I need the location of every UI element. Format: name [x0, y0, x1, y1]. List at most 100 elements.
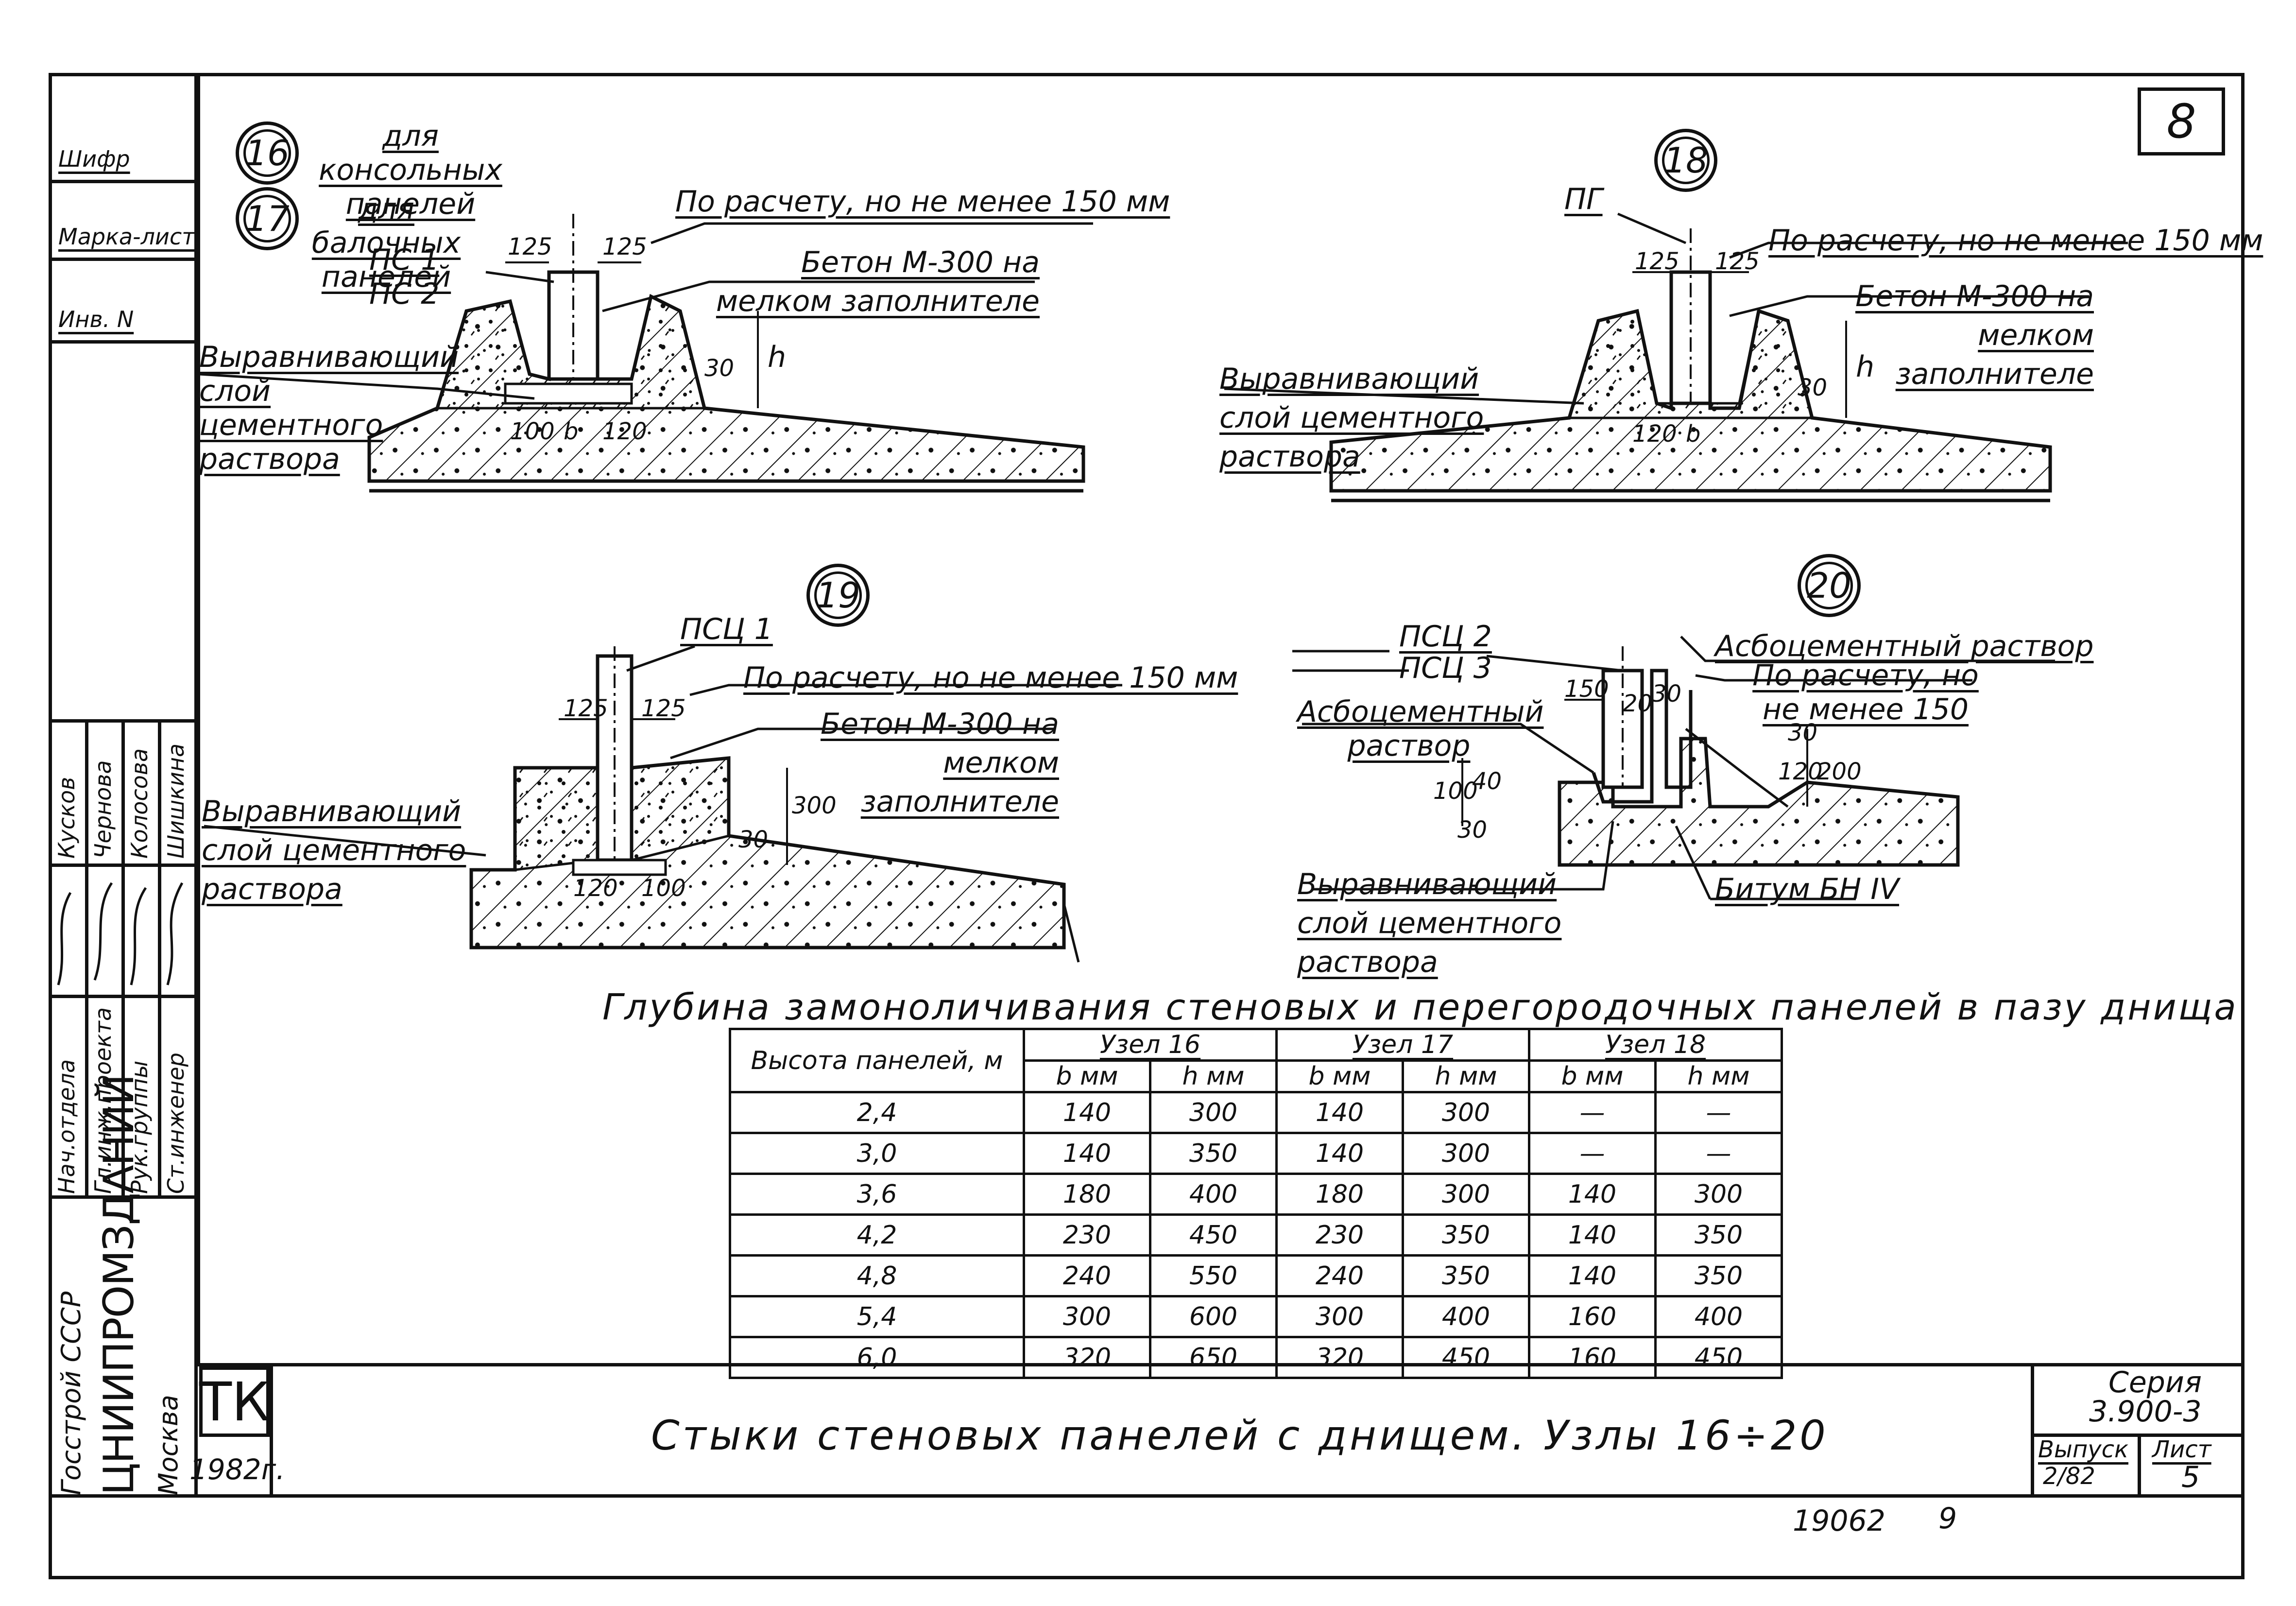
table-cell: 140	[1527, 1173, 1657, 1216]
table-cell: 400	[1402, 1295, 1530, 1338]
table-cell: 300	[1149, 1091, 1278, 1134]
table-cell: 160	[1527, 1295, 1657, 1338]
d19-dim-125b: 125	[641, 695, 686, 722]
sub-header: h мм	[1149, 1059, 1278, 1093]
d18-dim-125a: 125	[1635, 248, 1679, 275]
table-cell: —	[1527, 1132, 1657, 1175]
d16-dim-b: b	[564, 418, 579, 445]
d18-dim-b: b	[1686, 420, 1701, 448]
table-title: Глубина замоноличивания стеновых и перег…	[602, 986, 2238, 1028]
d20-asb-left-label: Асбоцементный раствор	[1297, 695, 1544, 763]
table-cell: 230	[1022, 1213, 1152, 1257]
table-cell: 350	[1402, 1254, 1530, 1297]
table-cell: 350	[1149, 1132, 1278, 1175]
d16-dim-125a: 125	[508, 233, 552, 260]
series-label: Серия	[2108, 1365, 2202, 1399]
pg-label: ПГ	[1564, 182, 1603, 216]
d19-dim-300: 300	[792, 792, 837, 819]
d16-dim-30: 30	[704, 355, 735, 382]
table-cell: 5,4	[729, 1295, 1025, 1338]
table-cell: 140	[1527, 1254, 1657, 1297]
sub-header: b мм	[1022, 1059, 1152, 1093]
page-number: 9	[1938, 1502, 1957, 1536]
d16-concrete-label: Бетон М-300 на мелком заполнителе	[716, 245, 1040, 318]
for-console-label: для консольных панелей	[319, 119, 502, 221]
psc2-label: ПСЦ 2	[1399, 620, 1492, 654]
table-cell: 3,0	[729, 1132, 1025, 1175]
d16-dim-120: 120	[602, 418, 647, 445]
signatures	[57, 882, 184, 985]
d19-calc-label: По расчету, но не менее 150 мм	[743, 661, 1238, 695]
drawing-inner-frame	[197, 73, 2245, 1365]
ps2-label: ПС 2	[369, 277, 440, 311]
stamp-line	[49, 340, 197, 344]
table-cell: 400	[1149, 1173, 1278, 1216]
approvals-row-line	[49, 863, 194, 867]
d20-dim-120: 120	[1778, 758, 1823, 785]
table-row: 6,0 320 650 320 450 160 450	[729, 1336, 1783, 1379]
detail-20	[1558, 646, 1960, 867]
org-block: Госстрой СССР ЦНИИПРОМЗДАНИЙ Москва	[49, 1075, 194, 1500]
table-cell: 6,0	[729, 1336, 1025, 1379]
d20-calc-label: По расчету, но не менее 150	[1752, 658, 1979, 726]
psc3-label: ПСЦ 3	[1399, 651, 1492, 685]
table-row: 2,4 140 300 140 300 — —	[729, 1091, 1783, 1134]
sub-header: h мм	[1654, 1059, 1783, 1093]
d20-dim-30b: 30	[1788, 719, 1818, 746]
d16-level-label: Выравнивающий слой цементного раствора	[199, 340, 459, 476]
callout-20: 20	[1798, 554, 1861, 617]
d20-dim-200: 200	[1817, 758, 1862, 785]
detail-18	[1329, 228, 2052, 502]
table-row: 5,4 300 600 300 400 160 400	[729, 1295, 1783, 1338]
d20-dim-30: 30	[1652, 680, 1682, 708]
table-cell: 450	[1149, 1213, 1278, 1257]
d18-dim-125b: 125	[1715, 248, 1760, 275]
table-cell: 140	[1022, 1091, 1152, 1134]
table-cell: 320	[1275, 1336, 1405, 1379]
d16-dim-100: 100	[510, 418, 555, 445]
table-cell: 600	[1149, 1295, 1278, 1338]
table-cell: 400	[1654, 1295, 1783, 1338]
d18-dim-h: h	[1856, 350, 1875, 384]
sheet-value: 5	[2181, 1460, 2200, 1494]
table-row: 4,8 240 550 240 350 140 350	[729, 1254, 1783, 1297]
row-header: Высота панелей, м	[729, 1028, 1025, 1093]
d20-bitumen-label: Битум БН IV	[1715, 872, 1900, 906]
table-cell: 4,8	[729, 1254, 1025, 1297]
inventory-label: Инв. N	[58, 306, 134, 332]
org-logo: ТК	[199, 1366, 270, 1437]
d20-dim-20: 20	[1623, 690, 1653, 717]
table-cell: 140	[1275, 1091, 1405, 1134]
approvals-col-line	[85, 723, 88, 1199]
table-cell: 4,2	[729, 1213, 1025, 1257]
table-cell: 300	[1402, 1173, 1530, 1216]
d19-dim-125a: 125	[564, 695, 608, 722]
sub-header: b мм	[1275, 1059, 1405, 1093]
table-cell: 350	[1402, 1213, 1530, 1257]
table-row: 3,0 140 350 140 300 — —	[729, 1132, 1783, 1175]
sheet-number: 8	[2138, 87, 2225, 155]
psc1-label: ПСЦ 1	[680, 612, 773, 646]
callout-17: 17	[236, 187, 299, 250]
d18-dim-30: 30	[1798, 374, 1828, 401]
stamp-line	[49, 180, 197, 183]
callout-17-number: 17	[243, 195, 291, 242]
table-cell: 240	[1275, 1254, 1405, 1297]
table-cell: 550	[1149, 1254, 1278, 1297]
d18-dim-120: 120	[1632, 420, 1677, 448]
table-cell: 300	[1022, 1295, 1152, 1338]
dimension-lines	[505, 261, 1847, 865]
year: 1982г.	[189, 1453, 285, 1486]
group-header: Узел 17	[1275, 1028, 1530, 1062]
table-cell: 160	[1527, 1336, 1657, 1379]
d16-dim-h: h	[768, 340, 787, 374]
d18-concrete-label: Бетон М-300 на мелком заполнителе	[1855, 279, 2094, 391]
callout-16: 16	[236, 121, 299, 185]
d20-dim-30c: 30	[1457, 816, 1488, 844]
table-cell: 140	[1022, 1132, 1152, 1175]
table-cell: 240	[1022, 1254, 1152, 1297]
detail-19	[469, 646, 1080, 963]
table-cell: 300	[1654, 1173, 1783, 1216]
approvals-row-line	[49, 995, 194, 998]
leader-lines	[199, 212, 2128, 900]
